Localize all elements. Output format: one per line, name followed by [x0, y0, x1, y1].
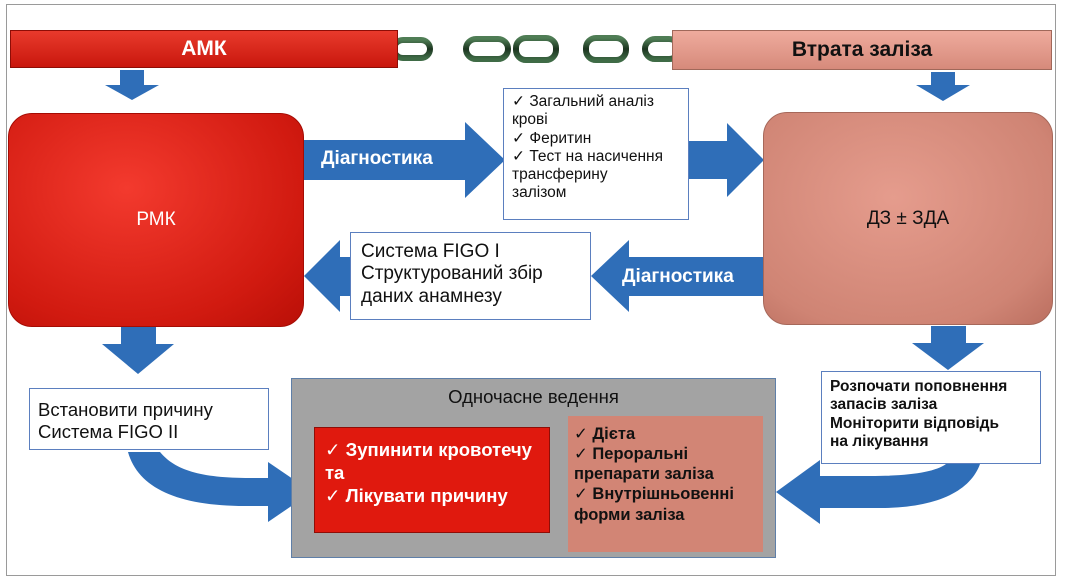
arrow-down-amk: [105, 70, 159, 100]
tests-line-3: ✓ Феритин: [512, 129, 592, 147]
chain-icon: [391, 35, 682, 63]
diet-line-3: препарати заліза: [574, 465, 714, 484]
tests-line-5: трансферину: [512, 166, 608, 184]
check-icon: ✓: [325, 485, 341, 507]
banner-amk: АМК: [10, 30, 398, 68]
figo2-box: Встановити причину Система FIGO II: [29, 388, 269, 450]
check-icon: ✓: [512, 93, 525, 110]
arrow-down-rmk: [102, 326, 174, 374]
management-panel: Одночасне ведення ✓ Зупинити кровотечу т…: [291, 378, 776, 558]
tests-line-6: залізом: [512, 184, 567, 202]
box-dz-label: ДЗ ± ЗДА: [866, 207, 950, 229]
check-icon: ✓: [512, 129, 525, 147]
tests-line-1: ✓ Загальний аналіз: [512, 93, 654, 110]
banner-iron-loss-label: Втрата заліза: [791, 38, 933, 61]
arrow-curve-right: [776, 460, 980, 524]
figo1-box: Система FIGO I Структурований збір даних…: [350, 232, 591, 320]
arrow-down-dz: [912, 326, 984, 370]
arrow-tests-to-dz: [689, 123, 764, 197]
banner-iron-loss: Втрата заліза: [672, 30, 1052, 70]
tests-box: ✓ Загальний аналіз крові ✓ Феритин ✓ Тес…: [503, 88, 689, 220]
arrow-curve-left: [128, 452, 312, 522]
replenish-box: Розпочати поповнення запасів заліза Моні…: [821, 371, 1041, 464]
replenish-line-4: на лікування: [830, 432, 929, 450]
arrow-diagnostics-right: [304, 122, 505, 198]
tests-line-2: крові: [512, 111, 548, 129]
stop-line-3: ✓ Лікувати причину: [325, 485, 508, 507]
iron-treatment-box: ✓ Дієта ✓ Пероральні препарати заліза ✓ …: [568, 416, 763, 552]
tests-line-4: ✓ Тест на насичення: [512, 147, 663, 165]
figo2-line-1: Встановити причину: [38, 399, 213, 420]
replenish-line-3: Моніторити відповідь: [830, 414, 1000, 432]
diagnostics-label-bottom: Діагностика: [622, 266, 734, 287]
stop-line-1: ✓ Зупинити кровотечу: [325, 439, 532, 460]
figo1-line-3: даних анамнезу: [361, 285, 502, 307]
arrow-diagnostics-left: [591, 240, 764, 312]
check-icon: ✓: [512, 147, 525, 165]
check-icon: ✓: [574, 485, 588, 504]
diagnostics-label-top: Діагностика: [321, 148, 433, 169]
diet-line-2: ✓ Пероральні: [574, 445, 689, 464]
replenish-line-1: Розпочати поповнення: [830, 378, 1008, 395]
check-icon: ✓: [574, 445, 588, 464]
replenish-line-2: запасів заліза: [830, 396, 938, 414]
arrow-figo1-to-rmk: [304, 240, 350, 312]
box-rmk-label: РМК: [136, 209, 176, 230]
stop-bleeding-box: ✓ Зупинити кровотечу та ✓ Лікувати причи…: [314, 427, 550, 533]
box-rmk: РМК: [8, 113, 304, 327]
diet-line-1: ✓ Дієта: [574, 425, 636, 443]
stop-line-2: та: [325, 462, 345, 484]
arrow-down-loss: [916, 72, 970, 101]
banner-amk-label: АМК: [181, 37, 227, 60]
box-dz: ДЗ ± ЗДА: [763, 112, 1053, 325]
figo1-line-2: Структурований збір: [361, 263, 543, 285]
check-icon: ✓: [325, 439, 341, 460]
management-title: Одночасне ведення: [448, 386, 619, 407]
figo1-line-1: Система FIGO I: [361, 241, 500, 262]
diet-line-5: форми заліза: [574, 505, 685, 524]
diet-line-4: ✓ Внутрішньовенні: [574, 485, 734, 504]
figo2-line-2: Система FIGO II: [38, 420, 179, 442]
check-icon: ✓: [574, 425, 588, 443]
